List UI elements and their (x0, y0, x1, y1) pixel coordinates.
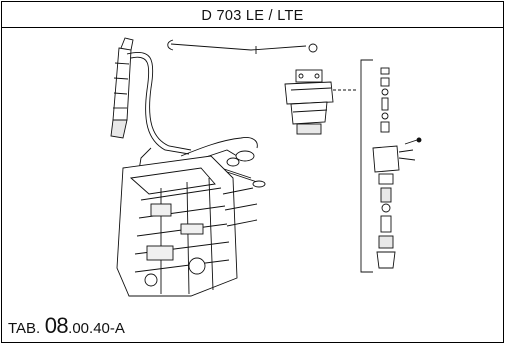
exploded-parts-diagram (110, 37, 422, 297)
fuel-injector (110, 37, 134, 139)
page-title: D 703 LE / LTE (201, 8, 304, 24)
exploded-view-bracket (360, 59, 373, 273)
injection-pump (284, 69, 334, 135)
exploded-pump-components (372, 67, 422, 269)
tab-main-number: 08 (44, 313, 69, 338)
title-band: D 703 LE / LTE (1, 1, 504, 28)
table-reference: TAB. 08.00.40-A (8, 313, 125, 339)
injection-pipe (126, 39, 318, 155)
tab-suffix: .00.40-A (68, 320, 125, 337)
tab-prefix: TAB. (8, 320, 41, 337)
engine-block (116, 155, 258, 297)
